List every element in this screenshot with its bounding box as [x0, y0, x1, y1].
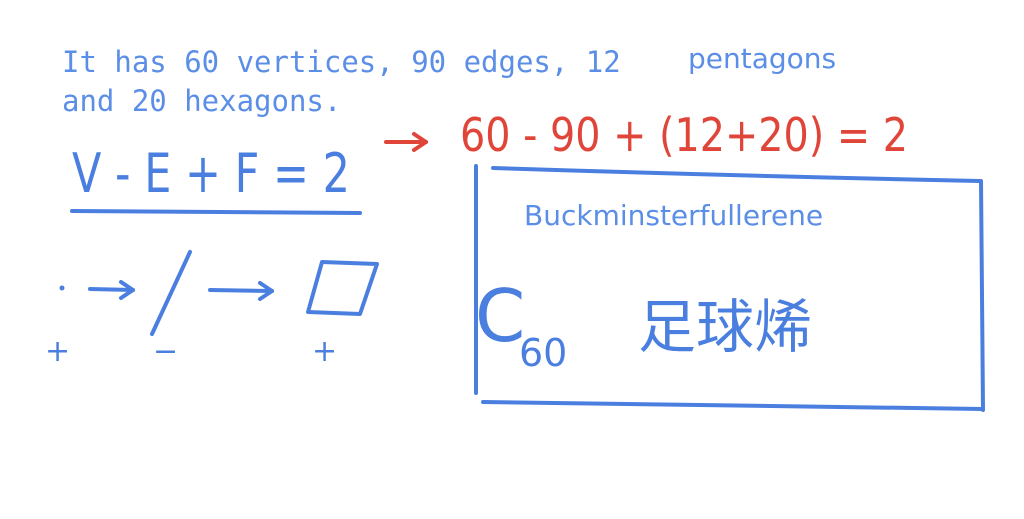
carbon-symbol: C	[475, 274, 525, 358]
point-sign: +	[45, 334, 70, 369]
right-arrow-icon	[88, 280, 135, 300]
chinese-name: 足球烯	[638, 293, 812, 361]
segment-sign: −	[153, 334, 178, 369]
euler-calculation: 60 - 90 + (12+20) = 2	[460, 108, 908, 162]
note-line-1: It has 60 vertices, 90 edges, 12	[62, 45, 621, 79]
carbon-subscript: 60	[519, 331, 567, 375]
fullerene-box	[474, 164, 985, 412]
formula-underline	[70, 209, 362, 215]
box-title: Buckminsterfullerene	[524, 199, 823, 232]
right-arrow-icon	[208, 281, 274, 301]
line-segment-icon	[150, 250, 192, 336]
note-line-1-tail: pentagons	[688, 42, 836, 75]
dot-icon	[59, 285, 65, 291]
note-line-2: and 20 hexagons.	[62, 84, 341, 118]
face-sign: +	[312, 334, 337, 369]
right-arrow-icon	[384, 132, 428, 152]
parallelogram-icon	[306, 260, 379, 316]
euler-formula: V - E + F = 2	[72, 142, 350, 205]
